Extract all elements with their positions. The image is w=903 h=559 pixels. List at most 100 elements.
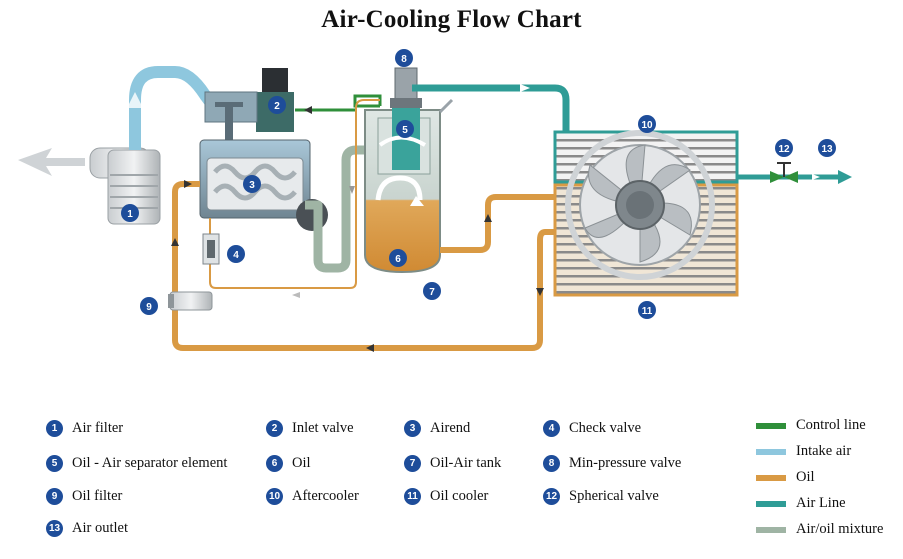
legend-badge: 5 <box>46 455 63 472</box>
oil-pipe-tank-to-cooler <box>440 194 555 253</box>
svg-text:4: 4 <box>233 250 239 261</box>
line-legend-air-line: Air Line <box>756 495 846 512</box>
air-line-pipe-tank <box>412 84 570 135</box>
control-line-swatch <box>756 422 786 429</box>
check-valve-component <box>202 233 220 265</box>
svg-text:12: 12 <box>778 144 790 155</box>
legend-label: Min-pressure valve <box>569 455 682 471</box>
air-oil-mixture-pipe <box>305 145 375 273</box>
legend-label: Oil - Air separator element <box>72 455 228 471</box>
legend-label: Oil cooler <box>430 488 489 504</box>
line-legend-label: Air/oil mixture <box>796 521 884 537</box>
badge-12: 12 <box>775 139 793 157</box>
svg-text:8: 8 <box>401 54 407 65</box>
badge-6: 6 <box>389 249 407 267</box>
oil-filter-component <box>168 291 213 311</box>
legend-badge: 3 <box>404 420 421 437</box>
air-oil-mixture-swatch <box>756 526 786 533</box>
intake-air-swatch <box>756 448 786 455</box>
legend-item-separator-element: 5 Oil - Air separator element <box>46 455 227 472</box>
svg-text:9: 9 <box>146 302 152 313</box>
svg-text:11: 11 <box>642 306 653 317</box>
oil-arrow-left <box>366 344 374 352</box>
svg-text:6: 6 <box>395 254 401 265</box>
oil-air-tank-component <box>364 108 441 274</box>
cooling-fan <box>565 130 715 280</box>
oil-arrow-up-2 <box>171 238 179 246</box>
flow-diagram: 1 2 3 4 5 6 7 8 9 10 11 12 13 <box>18 49 852 352</box>
intake-air-arrow-up <box>127 92 143 108</box>
legend-item-oil: 6 Oil <box>266 455 311 472</box>
oil-arrow-left-small <box>292 292 300 298</box>
badge-13: 13 <box>818 139 836 157</box>
legend-label: Oil <box>292 455 311 471</box>
legend-badge: 9 <box>46 488 63 505</box>
legend-label: Air filter <box>72 420 124 436</box>
legend-badge: 4 <box>543 420 560 437</box>
line-legend-control-line: Control line <box>756 417 866 434</box>
air-outlet-arrowhead <box>838 170 852 184</box>
svg-text:10: 10 <box>641 120 653 131</box>
badge-5: 5 <box>396 120 414 138</box>
inlet-valve-component <box>204 68 294 144</box>
badge-3: 3 <box>243 175 261 193</box>
line-legend-oil: Oil <box>756 469 815 486</box>
svg-text:2: 2 <box>274 101 280 112</box>
spherical-valve-component <box>770 162 798 183</box>
line-legend-label: Oil <box>796 469 815 485</box>
svg-text:5: 5 <box>402 125 408 136</box>
legend-label: Aftercooler <box>292 488 359 504</box>
legend-badge: 1 <box>46 420 63 437</box>
badge-11: 11 <box>638 301 656 319</box>
air-line-swatch <box>756 500 786 507</box>
svg-text:7: 7 <box>429 287 435 298</box>
legend-badge: 11 <box>404 488 421 505</box>
oil-swatch <box>756 474 786 481</box>
legend-label: Oil filter <box>72 488 123 504</box>
legend-badge: 8 <box>543 455 560 472</box>
legend-label: Air outlet <box>72 520 128 536</box>
line-legend-label: Control line <box>796 417 866 433</box>
line-legend-intake-air: Intake air <box>756 443 851 460</box>
air-outlet-arrow-small <box>812 174 820 180</box>
diagram-title: Air-Cooling Flow Chart <box>321 6 582 33</box>
legend-item-air-filter: 1 Air filter <box>46 420 123 437</box>
legend-item-spherical-valve: 12 Spherical valve <box>543 488 659 505</box>
legend-label: Airend <box>430 420 471 436</box>
badge-8: 8 <box>395 49 413 67</box>
badge-2: 2 <box>268 96 286 114</box>
line-legend-label: Intake air <box>796 443 852 459</box>
oil-arrow-down-small <box>349 186 355 194</box>
airend-component <box>199 139 328 231</box>
svg-text:3: 3 <box>249 180 255 191</box>
legend-label: Spherical valve <box>569 488 659 504</box>
oil-arrow-up-1 <box>484 214 492 222</box>
legend-badge: 10 <box>266 488 283 505</box>
badge-10: 10 <box>638 115 656 133</box>
legend-item-inlet-valve: 2 Inlet valve <box>266 420 354 437</box>
legend-label: Oil-Air tank <box>430 455 502 471</box>
legend-label: Check valve <box>569 420 642 436</box>
legend-badge: 6 <box>266 455 283 472</box>
badge-9: 9 <box>140 297 158 315</box>
oil-pipe-cooler-return <box>172 181 555 351</box>
oil-pipe-internal <box>209 99 380 289</box>
svg-text:1: 1 <box>127 209 133 220</box>
control-line-arrow <box>304 106 312 114</box>
line-legend-air-oil-mixture: Air/oil mixture <box>756 521 883 538</box>
air-line-hook <box>438 98 454 114</box>
oil-arrow-right <box>184 180 192 188</box>
badge-7: 7 <box>423 282 441 300</box>
legend-item-check-valve: 4 Check valve <box>543 420 641 437</box>
air-line-arrow-top <box>520 84 530 92</box>
legend-label: Inlet valve <box>292 420 354 436</box>
legend-item-oil-cooler: 11 Oil cooler <box>404 488 488 505</box>
legend-badge: 12 <box>543 488 560 505</box>
legend-badge: 2 <box>266 420 283 437</box>
legend-item-airend: 3 Airend <box>404 420 470 437</box>
oil-arrow-down <box>536 288 544 296</box>
legend-item-oil-filter: 9 Oil filter <box>46 488 122 505</box>
badge-4: 4 <box>227 245 245 263</box>
legend-badge: 7 <box>404 455 421 472</box>
control-line <box>295 94 382 112</box>
